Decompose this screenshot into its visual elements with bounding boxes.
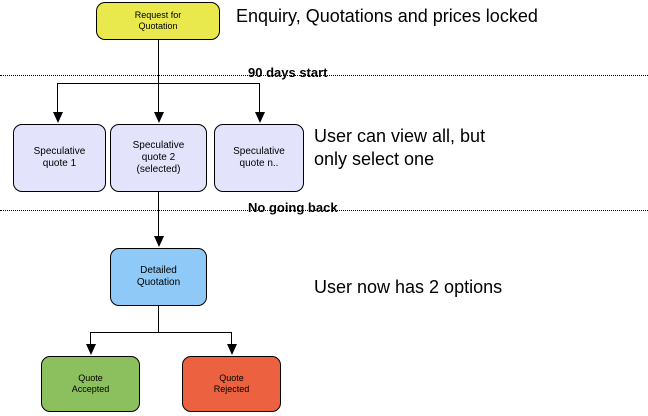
arrowhead-quote-2 <box>154 112 164 123</box>
phase-separator-no-going-back <box>0 210 648 211</box>
node-speculative-quote-2-selected[interactable]: Speculative quote 2 (selected) <box>110 124 207 192</box>
phase-separator-label-no-going-back: No going back <box>248 200 338 215</box>
node-request-for-quotation[interactable]: Request for Quotation <box>96 2 220 40</box>
node-speculative-quote-1[interactable]: Speculative quote 1 <box>13 124 106 192</box>
phase-separator-90-days <box>0 75 648 76</box>
node-detailed-quotation[interactable]: Detailed Quotation <box>110 248 207 306</box>
connector-outcome-bus <box>90 332 232 333</box>
connector-selected-to-detailed <box>158 192 159 237</box>
connector-drop-quote-3 <box>259 83 260 113</box>
arrowhead-quote-1 <box>53 112 63 123</box>
connector-drop-quote-2 <box>158 83 159 113</box>
arrowhead-detailed-quotation <box>154 236 164 247</box>
arrowhead-quote-accepted <box>86 344 96 355</box>
node-speculative-quote-n[interactable]: Speculative quote n.. <box>214 124 304 192</box>
annotation-enquiry-locked: Enquiry, Quotations and prices locked <box>236 6 538 26</box>
phase-separator-label-90-days: 90 days start <box>248 65 328 80</box>
connector-drop-accepted <box>90 332 91 345</box>
arrowhead-quote-3 <box>255 112 265 123</box>
connector-rfq-stem <box>158 40 159 83</box>
connector-drop-quote-1 <box>57 83 58 113</box>
connector-detailed-stem <box>158 306 159 332</box>
arrowhead-quote-rejected <box>227 344 237 355</box>
node-quote-rejected[interactable]: Quote Rejected <box>182 356 281 412</box>
node-quote-accepted[interactable]: Quote Accepted <box>41 356 140 412</box>
connector-drop-rejected <box>231 332 232 345</box>
annotation-view-all-select-one: User can view all, but only select one <box>314 126 486 169</box>
annotation-two-options: User now has 2 options <box>314 277 503 297</box>
